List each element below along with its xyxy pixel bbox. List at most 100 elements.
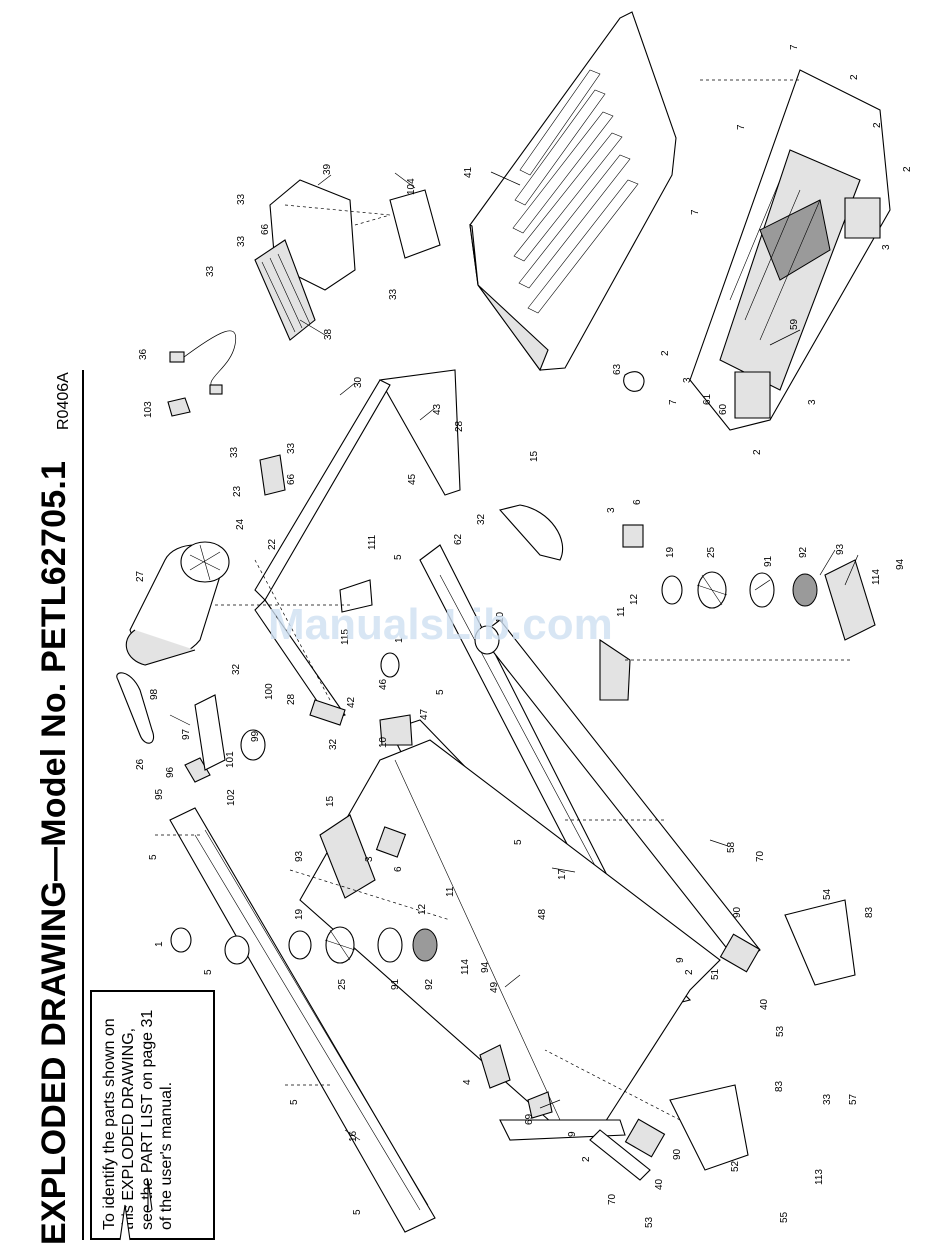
- callout-52: 52: [730, 1160, 741, 1172]
- callout-55: 55: [779, 1211, 790, 1223]
- callout-61: 61: [702, 393, 713, 405]
- callout-4: 4: [462, 1079, 473, 1085]
- callout-60: 60: [718, 403, 729, 415]
- callout-42: 42: [346, 696, 357, 708]
- callout-28: 28: [286, 693, 297, 705]
- motor-hood: [469, 11, 677, 372]
- callout-115: 115: [340, 629, 351, 645]
- motor: [125, 541, 230, 666]
- callout-83: 83: [774, 1080, 785, 1092]
- callout-1: 1: [394, 637, 405, 643]
- rear-cap-right: [784, 899, 856, 986]
- breaker: [167, 397, 191, 417]
- callout-7: 7: [789, 44, 800, 50]
- callout-9: 9: [675, 957, 686, 963]
- callout-6: 6: [393, 866, 404, 872]
- callout-54: 54: [822, 888, 833, 900]
- callout-43: 43: [432, 403, 443, 415]
- callout-98: 98: [149, 688, 160, 700]
- callout-7: 7: [736, 124, 747, 130]
- callout-51: 51: [710, 968, 721, 980]
- callout-33: 33: [205, 265, 216, 277]
- callout-32: 32: [328, 738, 339, 750]
- callout-3: 3: [606, 507, 617, 513]
- callout-27: 27: [135, 570, 146, 582]
- incline-stack-left: [288, 814, 438, 964]
- callout-96: 96: [165, 766, 176, 778]
- callout-91: 91: [390, 978, 401, 990]
- callout-5: 5: [513, 839, 524, 845]
- callout-36: 36: [138, 348, 149, 360]
- callout-12: 12: [629, 593, 640, 605]
- callout-63: 63: [612, 363, 623, 375]
- callout-32: 32: [231, 663, 242, 675]
- callout-39: 39: [322, 163, 333, 175]
- callout-7: 7: [668, 399, 679, 405]
- callout-23: 23: [232, 485, 243, 497]
- callout-45: 45: [407, 473, 418, 485]
- callout-2: 2: [660, 350, 671, 356]
- rear-cap-left: [669, 1084, 749, 1171]
- callout-16: 16: [348, 1130, 359, 1142]
- callout-93: 93: [294, 850, 305, 862]
- dashed-guides: [155, 79, 850, 1121]
- callout-40: 40: [759, 998, 770, 1010]
- callout-91: 91: [763, 555, 774, 567]
- callout-26: 26: [135, 758, 146, 770]
- callout-33: 33: [286, 442, 297, 454]
- controller: [254, 179, 356, 341]
- callout-19: 19: [665, 546, 676, 558]
- callout-113: 113: [814, 1169, 825, 1185]
- callout-47: 47: [419, 708, 430, 720]
- callout-2: 2: [902, 166, 913, 172]
- callout-59: 59: [789, 318, 800, 330]
- walking-belt: [299, 739, 721, 1131]
- callout-70: 70: [607, 1193, 618, 1205]
- callout-41: 41: [463, 166, 474, 178]
- callout-92: 92: [798, 546, 809, 558]
- callout-99: 99: [250, 730, 261, 742]
- callout-2: 2: [752, 449, 763, 455]
- callout-92: 92: [424, 978, 435, 990]
- callout-38: 38: [323, 328, 334, 340]
- callout-66: 66: [260, 223, 271, 235]
- leader-lines: [299, 171, 859, 1141]
- callout-3: 3: [807, 399, 818, 405]
- callout-5: 5: [352, 1209, 363, 1215]
- callout-28: 28: [454, 420, 465, 432]
- small-parts: [119, 371, 645, 1241]
- callout-11: 11: [445, 886, 456, 897]
- callout-94: 94: [895, 558, 906, 570]
- callout-58: 58: [726, 841, 737, 853]
- callout-104: 104: [406, 178, 417, 195]
- callouts: 1 1 2 2 2 2 2 2 2 3 3 3 3 3 4 5 5 5 5 5 …: [135, 44, 913, 1228]
- callout-97: 97: [181, 728, 192, 740]
- callout-5: 5: [148, 854, 159, 860]
- callout-5: 5: [203, 969, 214, 975]
- power-cord: [169, 330, 237, 395]
- callout-33: 33: [236, 235, 247, 247]
- callout-33: 33: [229, 446, 240, 458]
- callout-10: 10: [378, 736, 389, 748]
- callout-19: 19: [294, 908, 305, 920]
- left-rail: [169, 807, 436, 1233]
- callout-66: 66: [286, 473, 297, 485]
- callout-15: 15: [529, 450, 540, 462]
- callout-2: 2: [684, 969, 695, 975]
- callout-32: 32: [476, 513, 487, 525]
- callout-25: 25: [337, 978, 348, 990]
- left-frame-rail: [499, 1119, 651, 1181]
- right-side-rail: [479, 619, 761, 966]
- callout-33: 33: [822, 1093, 833, 1105]
- callout-1: 1: [154, 941, 165, 947]
- callout-101: 101: [225, 751, 236, 768]
- callout-93: 93: [835, 543, 846, 555]
- callout-17: 17: [557, 868, 568, 880]
- callout-33: 33: [236, 193, 247, 205]
- callout-12: 12: [417, 903, 428, 915]
- callout-53: 53: [775, 1025, 786, 1037]
- callout-3: 3: [682, 377, 693, 383]
- callout-11: 11: [616, 606, 627, 617]
- callout-25: 25: [706, 546, 717, 558]
